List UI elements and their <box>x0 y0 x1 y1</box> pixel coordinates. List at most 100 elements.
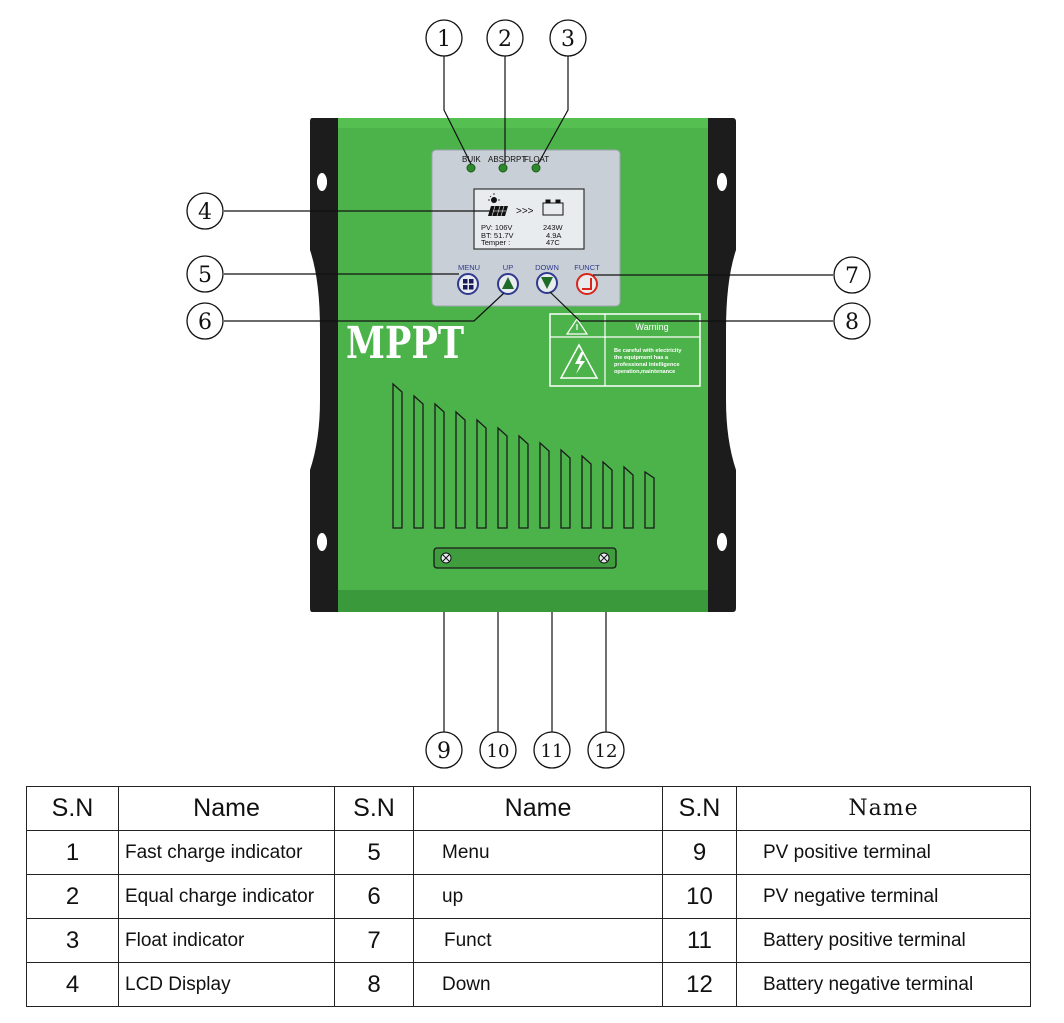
callout-10 <box>479 731 517 769</box>
warning-text-line-2: the equipment has a <box>614 355 669 361</box>
cell-sn: 9 <box>662 830 737 875</box>
controller-diagram: BUIK ABSORPT FLOAT >>> PV: 106V 243W BT:… <box>186 19 871 769</box>
callout-12-number: 12 <box>595 741 618 762</box>
lcd-row-temp-label: Temper : <box>481 238 510 247</box>
brand-logo: MPPT <box>346 318 464 369</box>
callout-9 <box>425 731 463 769</box>
callout-leader-lines <box>224 56 833 735</box>
warning-text-line-1: Be careful with electricity <box>614 348 682 354</box>
up-button-label: UP <box>503 263 513 272</box>
solar-panel-icon <box>488 193 508 217</box>
cell-name: Down <box>413 962 663 1007</box>
lcd-row-pv-value: 243W <box>543 223 564 232</box>
cell-sn: 6 <box>334 874 414 919</box>
table-row: 4 LCD Display 8 Down 12 Battery negative… <box>26 962 1031 1007</box>
callout-2 <box>486 19 524 57</box>
cell-name: Float indicator <box>118 918 335 963</box>
cell-name: Fast charge indicator <box>118 830 335 875</box>
cell-sn: 12 <box>662 962 737 1007</box>
lcd-row-temp-value: 47C <box>546 238 560 247</box>
return-icon <box>582 278 592 290</box>
cell-name: up <box>413 874 663 919</box>
callout-1-number: 1 <box>437 27 451 52</box>
callout-4 <box>186 192 224 230</box>
callout-2-number: 2 <box>498 27 512 52</box>
cell-sn: 2 <box>26 874 119 919</box>
callout-8 <box>833 302 871 340</box>
down-arrow-icon <box>541 277 553 289</box>
callout-7 <box>833 256 871 294</box>
mount-holes <box>317 173 727 551</box>
callout-8-number: 8 <box>845 310 859 335</box>
header-name-3: Name <box>736 786 1031 831</box>
callout-5 <box>186 255 224 293</box>
cell-name: Battery negative terminal <box>736 962 1031 1007</box>
cell-name: PV negative terminal <box>736 874 1031 919</box>
cell-sn: 3 <box>26 918 119 963</box>
table-row: 2 Equal charge indicator 6 up 10 PV nega… <box>26 874 1031 919</box>
led-bulk <box>466 163 476 173</box>
lcd-row-bt-label: BT: 51.7V <box>481 231 514 240</box>
warning-label: Warning Be careful with electricity the … <box>549 313 701 387</box>
menu-button[interactable] <box>457 273 479 295</box>
callout-3-number: 3 <box>561 27 575 52</box>
right-mounting-bracket <box>700 118 736 612</box>
callouts <box>186 19 871 769</box>
header-sn-1: S.N <box>26 786 119 831</box>
menu-button-label: MENU <box>458 263 480 272</box>
menu-grid-icon <box>463 279 474 290</box>
up-button[interactable] <box>497 273 519 295</box>
down-button-label: DOWN <box>535 263 559 272</box>
table-row: 1 Fast charge indicator 5 Menu 9 PV posi… <box>26 830 1031 875</box>
led-float <box>531 163 541 173</box>
table-header-row: S.N Name S.N Name S.N Name <box>26 786 1031 831</box>
lcd-row-bt-value: 4.9A <box>546 231 561 240</box>
warning-triangle-icon <box>565 317 589 335</box>
led-absorpt <box>498 163 508 173</box>
cell-sn: 1 <box>26 830 119 875</box>
led-label-float: FLOAT <box>524 155 549 164</box>
led-label-absorpt: ABSORPT <box>488 155 526 164</box>
body-bottom-strip <box>338 590 708 612</box>
callout-1 <box>425 19 463 57</box>
ventilation-slots <box>392 382 655 529</box>
callout-6 <box>186 302 224 340</box>
header-sn-2: S.N <box>334 786 414 831</box>
callout-4-number: 4 <box>198 200 212 225</box>
battery-icon <box>542 199 564 216</box>
callout-3 <box>549 19 587 57</box>
header-name-2: Name <box>413 786 663 831</box>
lcd-arrows: >>> <box>516 206 534 217</box>
cell-name: Menu <box>413 830 663 875</box>
down-button[interactable] <box>536 272 558 294</box>
callout-11 <box>533 731 571 769</box>
cell-name: Funct <box>413 918 663 963</box>
terminal-cover <box>433 547 617 569</box>
cell-sn: 4 <box>26 962 119 1007</box>
callout-10-number: 10 <box>487 741 510 762</box>
callout-6-number: 6 <box>198 310 212 335</box>
electric-shock-icon <box>559 343 599 379</box>
component-legend-table: S.N Name S.N Name S.N Name 1 Fast charge… <box>26 786 1031 1007</box>
callout-9-number: 9 <box>437 739 451 764</box>
up-arrow-icon <box>502 277 514 289</box>
callout-11-number: 11 <box>541 741 564 762</box>
funct-button[interactable] <box>576 273 598 295</box>
warning-title: Warning <box>635 322 668 332</box>
led-label-bulk: BUIK <box>462 155 481 164</box>
cell-name: Equal charge indicator <box>118 874 335 919</box>
callout-5-number: 5 <box>198 263 212 288</box>
header-sn-3: S.N <box>662 786 737 831</box>
header-name-1: Name <box>118 786 335 831</box>
callout-7-number: 7 <box>845 264 859 289</box>
warning-text-line-4: operation,maintenance <box>614 369 675 375</box>
cell-sn: 8 <box>334 962 414 1007</box>
lcd-row-pv-label: PV: 106V <box>481 223 512 232</box>
cell-name: LCD Display <box>118 962 335 1007</box>
cell-sn: 11 <box>662 918 737 963</box>
cell-name: Battery positive terminal <box>736 918 1031 963</box>
cell-sn: 10 <box>662 874 737 919</box>
table-row: 3 Float indicator 7 Funct 11 Battery pos… <box>26 918 1031 963</box>
cell-sn: 7 <box>334 918 414 963</box>
callout-12 <box>587 731 625 769</box>
